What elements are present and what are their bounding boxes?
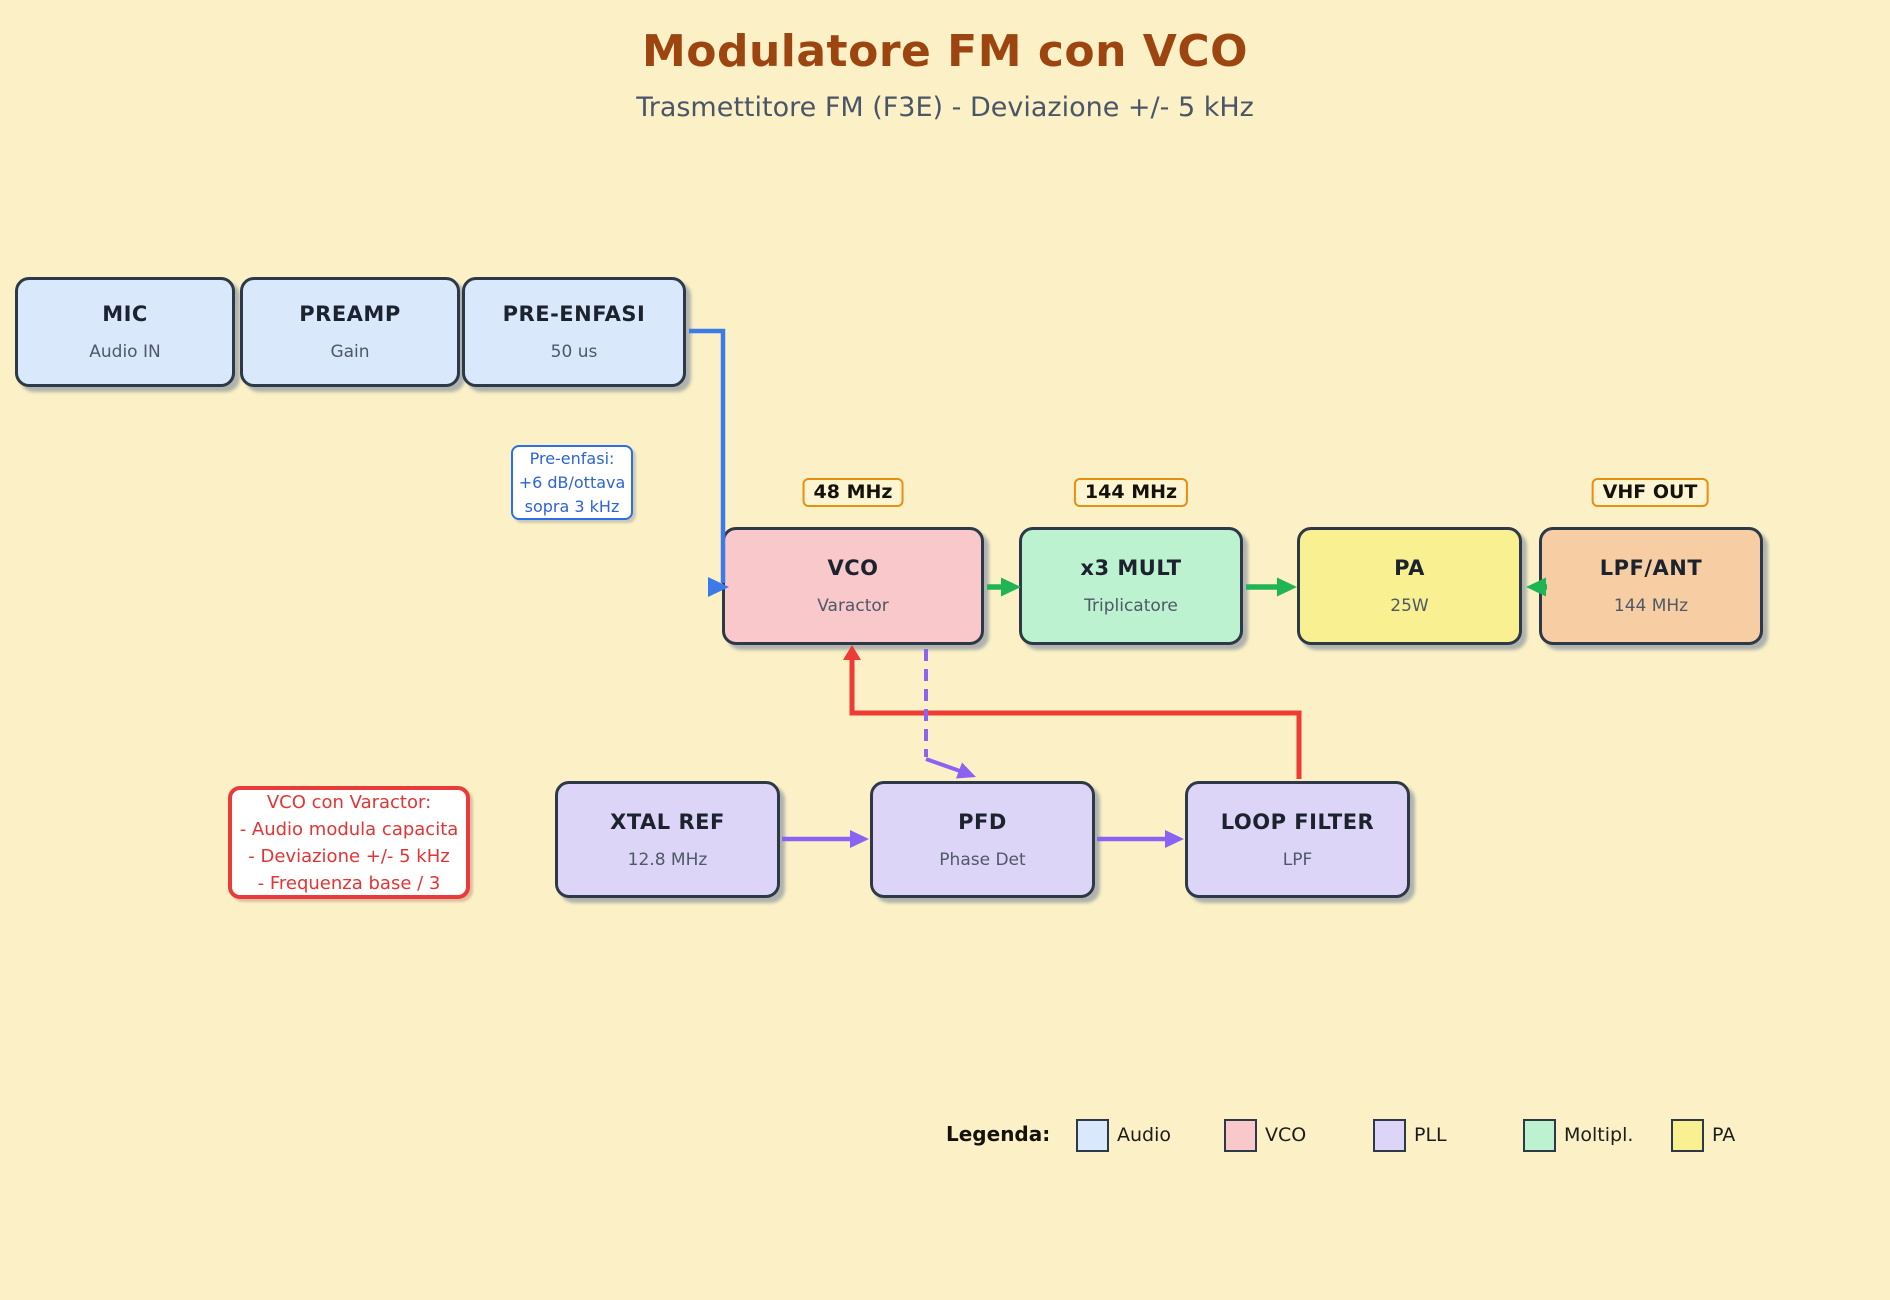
legend-item-vco: VCO bbox=[1224, 1118, 1306, 1152]
block-vco: VCO Varactor bbox=[722, 527, 984, 645]
note-line: VCO con Varactor: bbox=[266, 791, 432, 813]
arrow-loopfilter-to-vco bbox=[843, 645, 1302, 779]
note-line: sopra 3 kHz bbox=[524, 496, 620, 516]
arrow-vco-to-pfd-dashed bbox=[924, 649, 976, 779]
note-line: - Frequenza base / 3 bbox=[257, 872, 441, 894]
block-x3-mult: x3 MULT Triplicatore bbox=[1019, 527, 1243, 645]
freq-label-48mhz: 48 MHz bbox=[802, 478, 904, 507]
arrow-vco-to-mult bbox=[987, 577, 1021, 597]
freq-label-144mhz: 144 MHz bbox=[1073, 478, 1189, 507]
legend-swatch-audio bbox=[1076, 1118, 1109, 1152]
note-line: - Audio modula capacita bbox=[239, 818, 459, 840]
legend-item-moltipl: Moltipl. bbox=[1523, 1118, 1633, 1152]
note-preemphasis: Pre-enfasi: +6 dB/ottava sopra 3 kHz bbox=[511, 445, 633, 520]
legend-item-pll: PLL bbox=[1373, 1118, 1447, 1152]
page-subtitle: Trasmettitore FM (F3E) - Deviazione +/- … bbox=[636, 92, 1254, 123]
legend-swatch-pll bbox=[1373, 1118, 1406, 1152]
note-vco-varactor: VCO con Varactor: - Audio modula capacit… bbox=[228, 786, 470, 899]
block-subtitle: 25W bbox=[1390, 596, 1429, 616]
block-subtitle: 144 MHz bbox=[1613, 596, 1689, 616]
block-xtal-ref: XTAL REF 12.8 MHz bbox=[555, 781, 780, 898]
legend-item-label: PLL bbox=[1414, 1124, 1447, 1146]
block-title: MIC bbox=[102, 302, 148, 326]
block-mic: MIC Audio IN bbox=[15, 277, 235, 387]
block-title: VCO bbox=[827, 556, 879, 580]
note-line: - Deviazione +/- 5 kHz bbox=[248, 845, 450, 867]
block-pfd: PFD Phase Det bbox=[870, 781, 1095, 898]
block-subtitle: Varactor bbox=[817, 596, 889, 616]
arrow-mult-to-pa bbox=[1246, 577, 1297, 597]
block-title: PA bbox=[1394, 556, 1425, 580]
block-subtitle: LPF bbox=[1282, 849, 1313, 870]
block-subtitle: Gain bbox=[330, 342, 370, 362]
block-title: LOOP FILTER bbox=[1220, 809, 1375, 834]
page-title: Modulatore FM con VCO bbox=[641, 26, 1249, 77]
legend-swatch-moltipl bbox=[1523, 1118, 1556, 1152]
note-line: +6 dB/ottava bbox=[518, 472, 626, 492]
note-line: Pre-enfasi: bbox=[529, 448, 615, 468]
legend-item-label: Audio bbox=[1117, 1124, 1172, 1146]
legend-item-label: Moltipl. bbox=[1564, 1124, 1634, 1146]
legend-title: Legenda: bbox=[946, 1122, 1051, 1146]
legend-swatch-pa bbox=[1671, 1118, 1704, 1152]
legend-item-pa: PA bbox=[1671, 1118, 1735, 1152]
block-subtitle: Phase Det bbox=[939, 849, 1026, 870]
block-subtitle: Audio IN bbox=[89, 342, 161, 362]
block-preenfasi: PRE-ENFASI 50 us bbox=[462, 277, 686, 387]
block-preamp: PREAMP Gain bbox=[240, 277, 460, 387]
block-title: LPF/ANT bbox=[1599, 556, 1703, 580]
block-title: x3 MULT bbox=[1080, 556, 1182, 580]
freq-label-vhf-out: VHF OUT bbox=[1591, 478, 1709, 507]
block-title: PFD bbox=[958, 809, 1007, 834]
legend-swatch-vco bbox=[1224, 1118, 1257, 1152]
legend-item-audio: Audio bbox=[1076, 1118, 1171, 1152]
legend-item-label: VCO bbox=[1265, 1124, 1307, 1146]
block-loop-filter: LOOP FILTER LPF bbox=[1185, 781, 1410, 898]
block-title: PRE-ENFASI bbox=[502, 302, 646, 326]
block-pa: PA 25W bbox=[1297, 527, 1522, 645]
block-subtitle: 12.8 MHz bbox=[627, 849, 708, 870]
block-subtitle: Triplicatore bbox=[1084, 596, 1178, 616]
arrow-xtal-to-pfd bbox=[782, 830, 869, 848]
block-subtitle: 50 us bbox=[550, 342, 598, 362]
block-lpf-ant: LPF/ANT 144 MHz bbox=[1539, 527, 1763, 645]
legend-item-label: PA bbox=[1712, 1124, 1736, 1146]
arrow-pfd-to-loopfilter bbox=[1097, 830, 1184, 848]
block-title: PREAMP bbox=[299, 302, 401, 326]
block-title: XTAL REF bbox=[610, 809, 725, 834]
